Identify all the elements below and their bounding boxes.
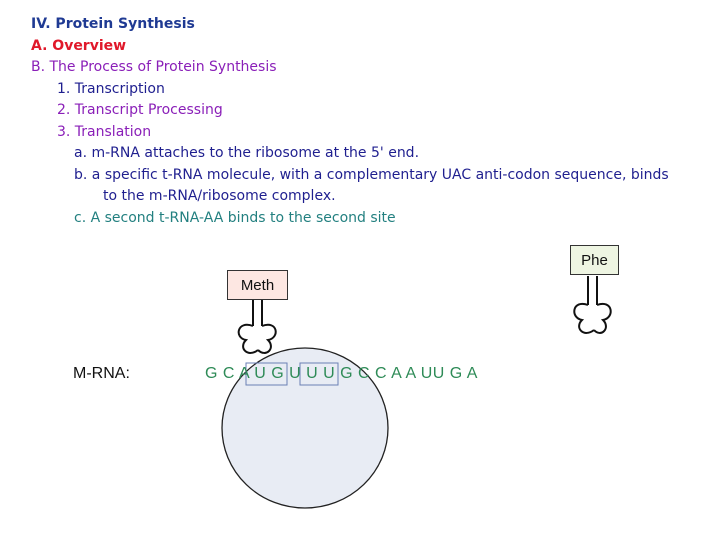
outline-sub-b-line1: b. a specific t-RNA molecule, with a com… [74, 166, 669, 183]
outline-sub-b-line2: to the m-RNA/ribosome complex. [103, 188, 336, 204]
outline-step-processing: 2. Transcript Processing [57, 102, 223, 118]
outline-item-process: B. The Process of Protein Synthesis [31, 59, 277, 75]
amino-acid-phe: Phe [570, 245, 619, 275]
ribosome [221, 347, 389, 509]
amino-acid-meth: Meth [227, 270, 288, 300]
mrna-label: M-RNA: [73, 365, 130, 382]
outline-sub-c: c. A second t-RNA-AA binds to the second… [74, 209, 396, 226]
outline-step-transcription: 1. Transcription [57, 80, 165, 97]
trna-phe-icon [573, 276, 612, 334]
outline-step-translation: 3. Translation [57, 123, 152, 140]
outline-sub-b: b. a specific t-RNA molecule, with a com… [31, 165, 716, 208]
lecture-outline: IV. Protein Synthesis A. Overview B. The… [31, 14, 716, 229]
outline-sub-a: a. m-RNA attaches to the ribosome at the… [74, 145, 420, 161]
trna-meth-icon [237, 298, 277, 354]
mrna-sequence: G C A U G U U U G C C A A UU G A [205, 365, 478, 382]
codon-site-1 [245, 362, 288, 386]
outline-item-overview: A. Overview [31, 37, 127, 54]
codon-site-2 [299, 362, 339, 386]
outline-heading: IV. Protein Synthesis [31, 16, 195, 32]
